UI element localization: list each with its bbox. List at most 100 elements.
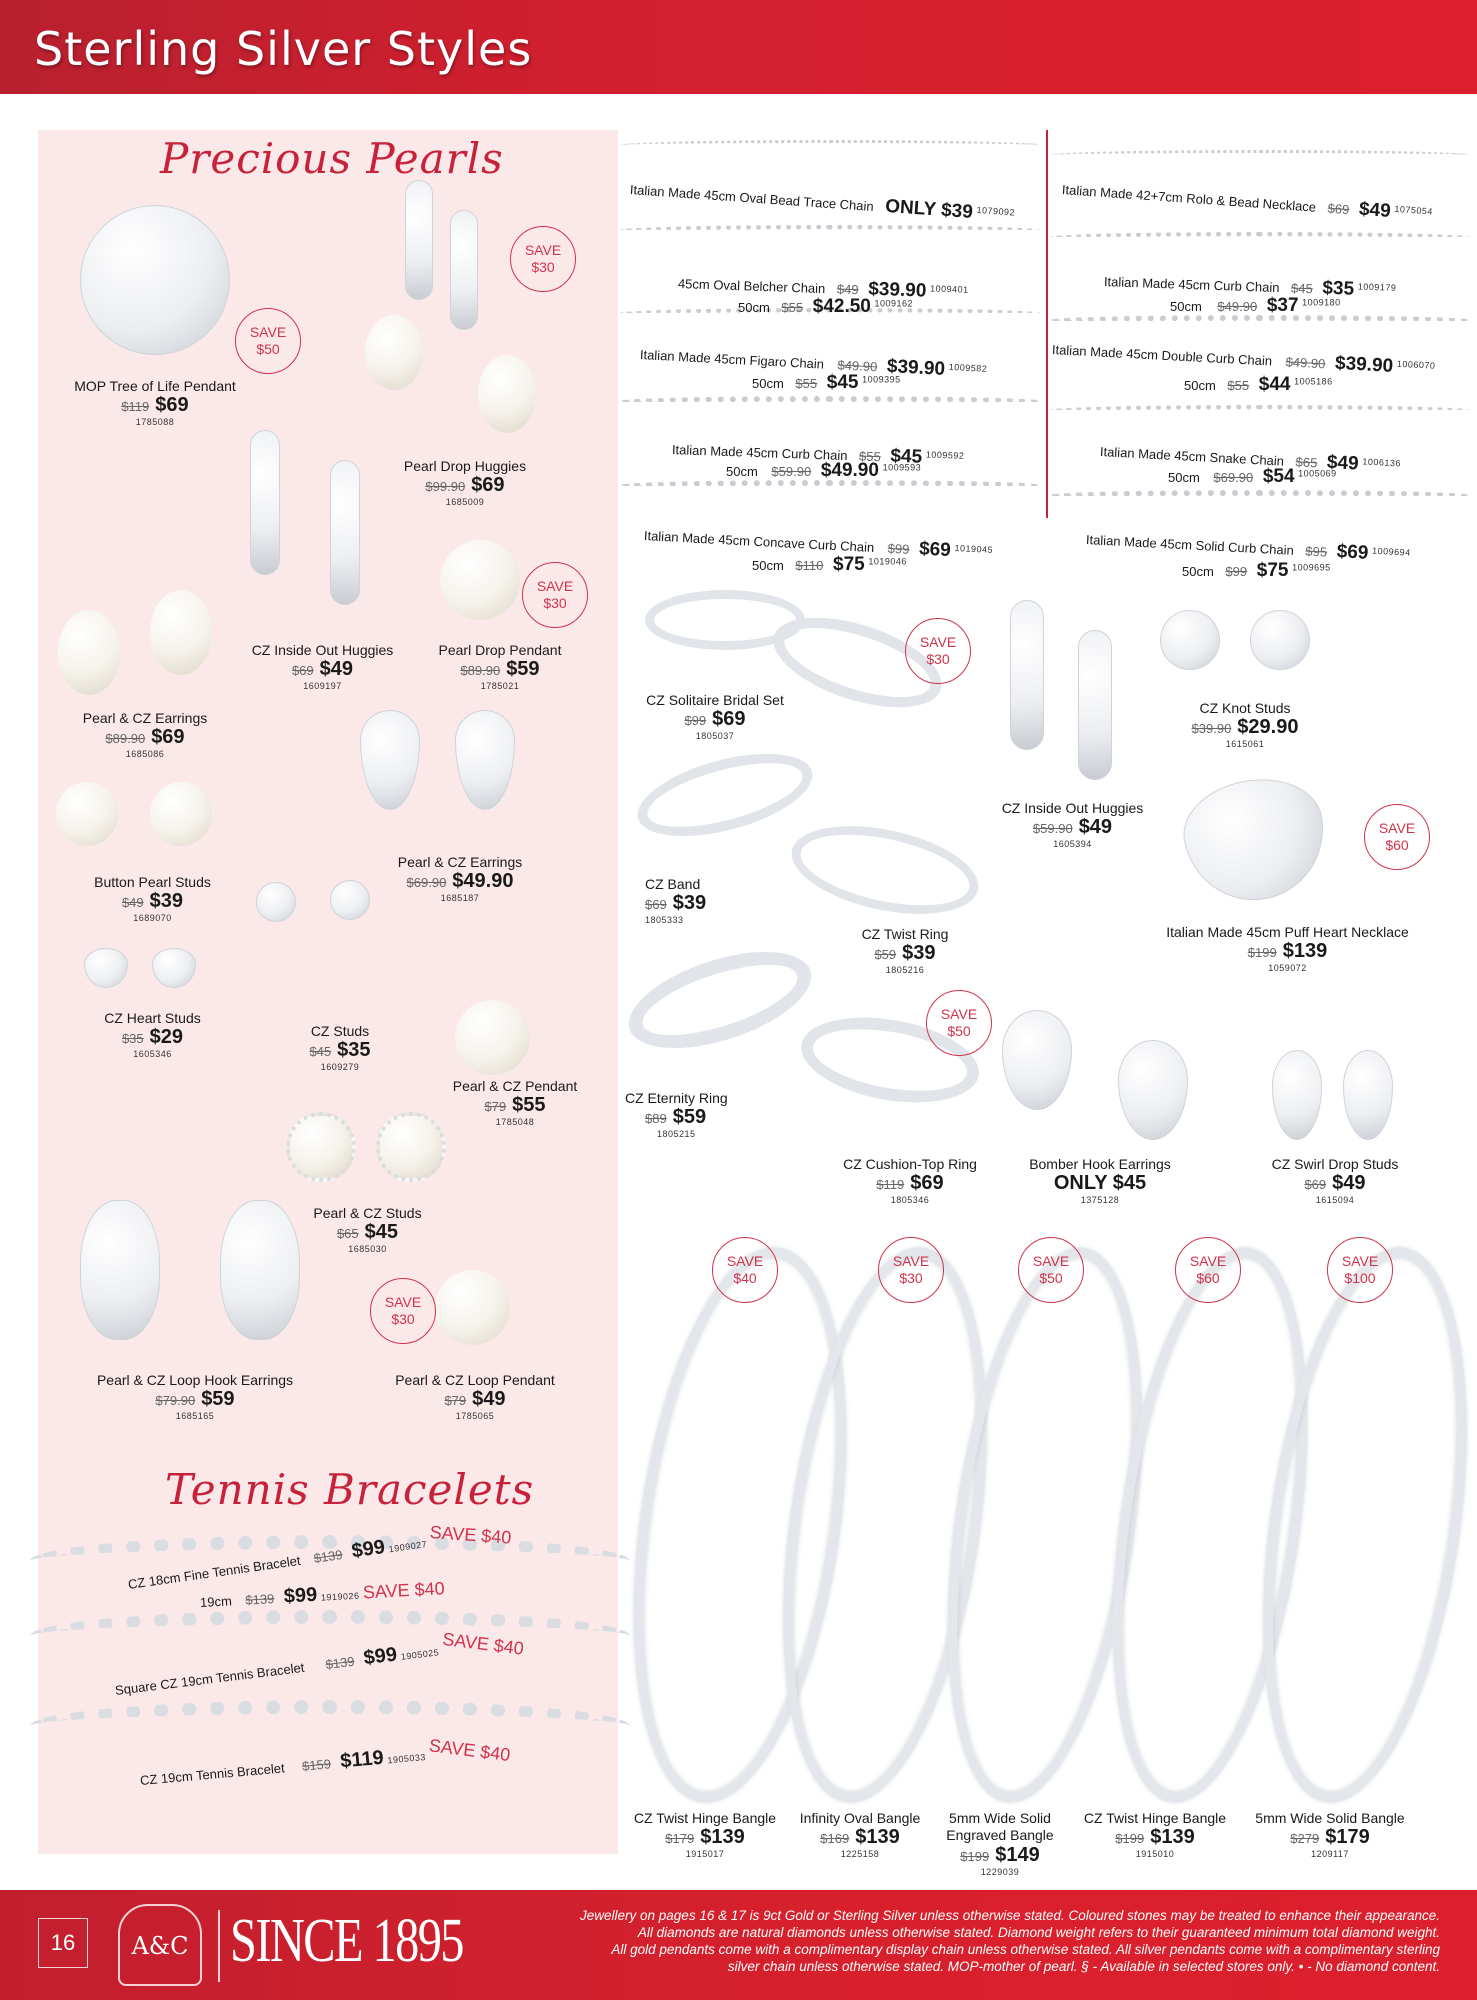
loop-earring-image [80,1200,160,1340]
bomber-earring-image [1002,1010,1072,1110]
product-infinity-oval-bangle[interactable]: Infinity Oval Bangle $169$139 1225158 [799,1810,921,1859]
product-pearl-cz-loop-hook-earrings[interactable]: Pearl & CZ Loop Hook Earrings $79.90$59 … [96,1372,294,1421]
cz-huggie-image [250,430,280,575]
pearl-image [58,610,120,695]
cz-huggie-image [1010,600,1044,750]
product-curb-chain-right-50cm[interactable]: 50cm $49.90 $37 1009180 [1170,295,1341,316]
product-pearl-cz-earrings-teardrop[interactable]: Pearl & CZ Earrings $69.90$49.90 1685187 [397,854,523,903]
pearl-image [150,590,212,675]
chain-image [1050,490,1470,500]
cz-band-image [629,737,821,853]
tennis-bracelet-image [30,1700,630,1726]
product-5mm-wide-solid-bangle[interactable]: 5mm Wide Solid Bangle $279$179 1209117 [1255,1810,1405,1859]
page-title: Sterling Silver Styles [34,22,533,76]
product-mop-tree-of-life-pendant[interactable]: MOP Tree of Life Pendant $119$69 1785088 [74,378,236,427]
product-pearl-cz-studs[interactable]: Pearl & CZ Studs $65$45 1685030 [313,1205,422,1254]
product-cz-studs[interactable]: CZ Studs $45$35 1609279 [309,1023,371,1072]
chain-image [620,480,1040,490]
product-cz-solitaire-bridal-set[interactable]: CZ Solitaire Bridal Set $99$69 1805037 [646,692,784,741]
save-badge: SAVE$60 [1175,1237,1241,1303]
chain-image [1050,315,1470,325]
product-cz-inside-out-huggies[interactable]: CZ Inside Out Huggies $69$49 1609197 [251,642,394,691]
solitaire-ring-image [645,590,805,650]
pearl-cz-stud-image [376,1112,446,1182]
page-number: 16 [38,1918,88,1968]
pearl-image [365,315,423,390]
product-button-pearl-studs[interactable]: Button Pearl Studs $49$39 1689070 [94,874,211,923]
eternity-ring-image [617,932,823,1068]
product-5mm-wide-solid-engraved-bangle[interactable]: 5mm Wide Solid Engraved Bangle $199$149 … [946,1810,1054,1877]
swirl-drop-image [1272,1050,1322,1140]
save-badge: SAVE$30 [522,562,588,628]
precious-pearls-heading: Precious Pearls [160,134,504,183]
chain-image [620,140,1040,150]
product-pearl-cz-pendant[interactable]: Pearl & CZ Pendant $79$55 1785048 [452,1078,578,1127]
product-oval-bead-trace-chain[interactable]: Italian Made 45cm Oval Bead Trace Chain … [629,182,1016,223]
loop-pendant-image [435,1270,510,1345]
product-snake-chain-50cm[interactable]: 50cm $69.90 $54 1005069 [1168,466,1337,487]
product-cz-inside-out-huggies-2[interactable]: CZ Inside Out Huggies $59.90$49 1605394 [1001,800,1144,849]
loop-earring-image [220,1200,300,1340]
heart-stud-image [152,948,196,988]
product-double-curb-chain-50cm[interactable]: 50cm $55 $44 1005186 [1184,374,1333,395]
product-cz-swirl-drop-studs[interactable]: CZ Swirl Drop Studs $69$49 1615094 [1271,1156,1399,1205]
button-pearl-image [56,782,118,846]
product-oval-belcher-chain-50cm[interactable]: 50cm $55 $42.50 1009162 [738,296,914,317]
product-cz-cushion-top-ring[interactable]: CZ Cushion-Top Ring $119$69 1805346 [843,1156,977,1205]
heart-stud-image [84,948,128,988]
chains-divider [1046,130,1048,518]
save-badge: SAVE$100 [1327,1237,1393,1303]
page-footer: 16 A&C SINCE 1895 Jewellery on pages 16 … [0,1890,1477,2000]
product-concave-curb-chain-50cm[interactable]: 50cm $110 $75 1019046 [752,554,907,575]
tennis-bracelet-image [30,1535,630,1561]
chain-image [620,225,1040,235]
product-cz-twist-hinge-bangle[interactable]: CZ Twist Hinge Bangle $179$139 1915017 [633,1810,777,1859]
product-cz-knot-studs[interactable]: CZ Knot Studs $39.90$29.90 1615061 [1191,700,1299,749]
save-badge: SAVE$50 [1018,1237,1084,1303]
chain-image [620,308,1040,318]
knot-stud-image [1160,610,1220,670]
brand-crest-logo: A&C [118,1904,202,1986]
legal-disclaimer: Jewellery on pages 16 & 17 is 9ct Gold o… [580,1908,1440,1974]
product-pearl-drop-pendant[interactable]: Pearl Drop Pendant $89.90$59 1785021 [438,642,562,691]
chain-image [1050,150,1470,160]
pearl-cz-pendant-image [455,1000,530,1075]
save-badge: SAVE$30 [878,1237,944,1303]
pearl-image [478,355,536,433]
product-cz-twist-hinge-bangle-2[interactable]: CZ Twist Hinge Bangle $199$139 1915010 [1083,1810,1227,1859]
pearl-pendant-image [440,540,520,620]
product-puff-heart-necklace[interactable]: Italian Made 45cm Puff Heart Necklace $1… [1166,924,1409,973]
product-rolo-bead-necklace[interactable]: Italian Made 42+7cm Rolo & Bead Necklace… [1061,182,1434,222]
product-cz-eternity-ring[interactable]: CZ Eternity Ring $89$59 1805215 [625,1090,728,1139]
logo-divider [218,1910,220,1982]
product-pearl-cz-loop-pendant[interactable]: Pearl & CZ Loop Pendant $79$49 1785065 [395,1372,555,1421]
bomber-earring-image [1118,1040,1188,1140]
chain-image [1050,405,1470,415]
product-cz-twist-ring[interactable]: CZ Twist Ring $59$39 1805216 [861,926,949,975]
twist-ring-image [783,811,987,929]
cz-stud-image [256,882,296,922]
save-badge: SAVE$50 [235,308,301,374]
product-pearl-cz-earrings[interactable]: Pearl & CZ Earrings $89.90$69 1685086 [82,710,208,759]
since-1895-wordmark: SINCE 1895 [230,1907,464,1975]
huggie-image [450,210,478,330]
cz-stud-image [330,880,370,920]
puff-heart-image [1175,768,1335,912]
cz-huggie-image [1078,630,1112,780]
product-figaro-chain-50cm[interactable]: 50cm $55 $45 1009395 [752,372,901,393]
product-cz-band[interactable]: CZ Band $69$39 1805333 [645,876,707,925]
product-pearl-drop-huggies[interactable]: Pearl Drop Huggies $99.90$69 1685009 [403,458,527,507]
product-cz-heart-studs[interactable]: CZ Heart Studs $35$29 1605346 [104,1010,201,1059]
product-curb-chain-50cm[interactable]: 50cm $59.90 $49.90 1009593 [726,460,922,481]
save-badge: SAVE$50 [926,990,992,1056]
product-bomber-hook-earrings[interactable]: Bomber Hook Earrings ONLY $45 1375128 [1029,1156,1171,1205]
save-badge: SAVE$30 [905,618,971,684]
save-badge: SAVE$60 [1364,804,1430,870]
tennis-bracelet-image [30,1610,630,1636]
tree-of-life-pendant-image [80,205,230,355]
save-badge: SAVE$30 [510,226,576,292]
pearl-cz-stud-image [286,1112,356,1182]
cz-huggie-image [330,460,360,605]
tennis-bracelets-heading: Tennis Bracelets [165,1465,535,1514]
product-solid-curb-chain-50cm[interactable]: 50cm $99 $75 1009695 [1182,560,1331,581]
